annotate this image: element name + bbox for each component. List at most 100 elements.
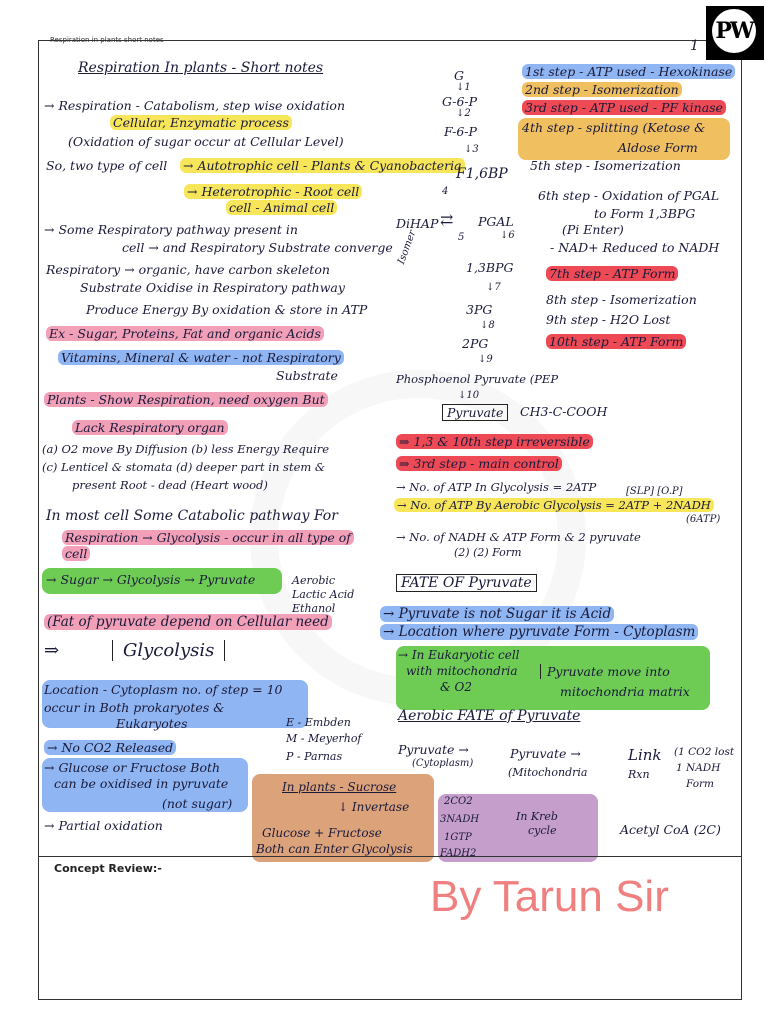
- note-aerobic: Aerobic: [292, 574, 336, 587]
- note-parnas: P - Parnas: [286, 750, 343, 763]
- note-heterotrophic: → Heterotrophic - Root cell: [184, 184, 363, 199]
- pathway-pyruvate: Pyruvate: [442, 404, 509, 421]
- note-invertase: ↓ Invertase: [338, 800, 410, 814]
- glycolysis-heading: Glycolysis: [112, 640, 226, 661]
- footer-divider: [38, 856, 742, 857]
- note-o2: & O2: [440, 680, 472, 694]
- note-acetyl-coa: Acetyl CoA (2C): [620, 822, 721, 837]
- pathway-arrow-6: ↓6: [500, 230, 515, 241]
- note-cell-word: cell: [62, 546, 91, 561]
- note-co2-lost: (1 CO2 lost: [674, 746, 735, 758]
- header-strip: Respiration in plants short notes: [50, 36, 164, 44]
- concept-review-label: Concept Review:-: [54, 862, 162, 875]
- step-5: 5th step - Isomerization: [530, 158, 681, 173]
- note-nadh-atp: → No. of NADH & ATP Form & 2 pyruvate: [396, 530, 641, 544]
- step-6-form: to Form 1,3BPG: [594, 206, 696, 221]
- note-aerobic-glycolysis: → No. of ATP By Aerobic Glycolysis = 2AT…: [394, 498, 714, 512]
- pathway-arrow-7: ↓7: [486, 282, 501, 293]
- note-substrate-converge: cell → and Respiratory Substrate converg…: [122, 240, 393, 255]
- step-10: 10th step - ATP Form: [546, 334, 687, 349]
- fate-of-pyruvate-heading: FATE OF Pyruvate: [396, 574, 537, 592]
- note-both-organisms: occur in Both prokaryotes &: [44, 700, 225, 715]
- note-cytoplasm-label: (Cytoplasm): [412, 758, 474, 769]
- note-root-dead: present Root - dead (Heart wood): [72, 478, 268, 492]
- note-link: Link: [628, 746, 662, 764]
- note-fate-depend: (Fat of pyruvate depend on Cellular need: [44, 614, 332, 630]
- note-pathway-present: → Some Respiratory pathway present in: [44, 222, 298, 237]
- note-glucose-fructose: → Glucose or Fructose Both: [44, 760, 221, 775]
- pathway-arrow-3: ↓3: [464, 144, 479, 155]
- pathway-step-5: 5: [458, 232, 465, 243]
- krebs-in-kreb: In Kreb: [516, 810, 558, 823]
- note-vitamins: Vitamins, Mineral & water - not Respirat…: [58, 350, 344, 365]
- note-sugar-path: → Sugar → Glycolysis → Pyruvate: [46, 572, 256, 587]
- note-mito-matrix: mitochondria matrix: [560, 684, 690, 699]
- note-pyruvate-location: → Location where pyruvate Form - Cytopla…: [380, 624, 699, 640]
- note-no-co2: → No CO2 Released: [44, 740, 177, 755]
- pathway-2pg: 2PG: [462, 336, 489, 351]
- krebs-cycle: cycle: [528, 824, 557, 837]
- pathway-3pg: 3PG: [466, 302, 493, 317]
- note-mitochondria-label: (Mitochondria: [508, 766, 588, 779]
- step-4: 4th step - splitting (Ketose &: [522, 120, 706, 135]
- pathway-arrow-10: ↓10: [458, 390, 480, 401]
- pathway-f6p: F-6-P: [444, 124, 477, 139]
- note-diffusion: (a) O2 move By Diffusion (b) less Energy…: [42, 442, 330, 456]
- note-cellular: Cellular, Enzymatic process: [110, 115, 292, 130]
- note-lack-organ: Lack Respiratory organ: [72, 420, 228, 435]
- step-8: 8th step - Isomerization: [546, 292, 697, 307]
- highlight-location: [42, 680, 308, 728]
- pathway-arrow-2: ↓2: [456, 108, 471, 119]
- note-atp-glycolysis: → No. of ATP In Glycolysis = 2ATP: [396, 480, 597, 494]
- pathway-arrow-1: ↓1: [456, 82, 471, 93]
- krebs-2co2: 2CO2: [444, 796, 473, 807]
- highlight-sucrose: [252, 774, 434, 862]
- highlight-glucose: [42, 758, 248, 812]
- note-lactic: Lactic Acid: [292, 588, 355, 601]
- note-pyruvate-cyto: Pyruvate →: [398, 742, 469, 757]
- note-produce-energy: Produce Energy By oxidation & store in A…: [86, 302, 368, 317]
- note-autotrophic: → Autotrophic cell - Plants & Cyanobacte…: [180, 158, 465, 173]
- pathway-arrow-8: ↓8: [480, 320, 495, 331]
- note-main-control: ⇒ 3rd step - main control: [396, 456, 562, 471]
- note-sucrose: In plants - Sucrose: [282, 780, 397, 794]
- pathway-formula: CH3-C-COOH: [520, 404, 608, 419]
- note-form: Form: [686, 778, 715, 790]
- note-1nadh: 1 NADH: [676, 762, 721, 774]
- note-implies-arrow: ⇒: [44, 640, 60, 661]
- note-substrate-oxidise: Substrate Oxidise in Respiratory pathway: [80, 280, 345, 295]
- pw-logo: PW: [706, 6, 764, 60]
- highlight-eukaryotic: [396, 646, 710, 710]
- note-respiration-def: → Respiration - Catabolism, step wise ox…: [44, 98, 346, 113]
- page-number: 1: [690, 38, 699, 54]
- step-6-pi: (Pi Enter): [562, 222, 624, 237]
- page-frame: [38, 40, 742, 1000]
- highlight-krebs: [438, 794, 598, 862]
- note-slp-op: [SLP] [O.P]: [626, 486, 683, 497]
- note-substrate-label: Substrate: [276, 368, 338, 383]
- note-not-sugar-acid: → Pyruvate is not Sugar it is Acid: [380, 606, 615, 622]
- note-oxidation: (Oxidation of sugar occur at Cellular Le…: [68, 134, 344, 149]
- note-two-cell-types: So, two type of cell: [46, 158, 168, 173]
- pathway-13bpg: 1,3BPG: [466, 260, 514, 275]
- note-eukaryotic: → In Eukaryotic cell: [398, 648, 520, 662]
- note-pyruvate-mito: Pyruvate →: [510, 746, 581, 761]
- krebs-fadh2: FADH2: [440, 848, 477, 859]
- page-title: Respiration In plants - Short notes: [78, 60, 324, 76]
- note-partial-oxidation: → Partial oxidation: [44, 818, 163, 833]
- note-pyruvate-move: Pyruvate move into: [540, 664, 670, 679]
- note-meyerhof: M - Meyerhof: [286, 732, 362, 745]
- note-glycolysis-occur: Respiration → Glycolysis - occur in all …: [62, 530, 354, 545]
- pathway-dihap: DiHAP: [396, 216, 439, 231]
- highlight-step-4: [518, 118, 730, 160]
- highlight-sugar-path: [42, 568, 282, 594]
- note-ethanol: Ethanol: [292, 602, 336, 615]
- note-6atp: (6ATP): [686, 514, 721, 525]
- note-both-enter: Both can Enter Glycolysis: [256, 842, 413, 856]
- pathway-g: G: [454, 68, 464, 83]
- step-2: 2nd step - Isomerization: [522, 82, 682, 97]
- step-3: 3rd step - ATP used - PF kinase: [522, 100, 726, 115]
- krebs-1gtp: 1GTP: [444, 832, 472, 843]
- step-6-nad: - NAD+ Reduced to NADH: [550, 240, 720, 255]
- note-rxn: Rxn: [628, 768, 650, 781]
